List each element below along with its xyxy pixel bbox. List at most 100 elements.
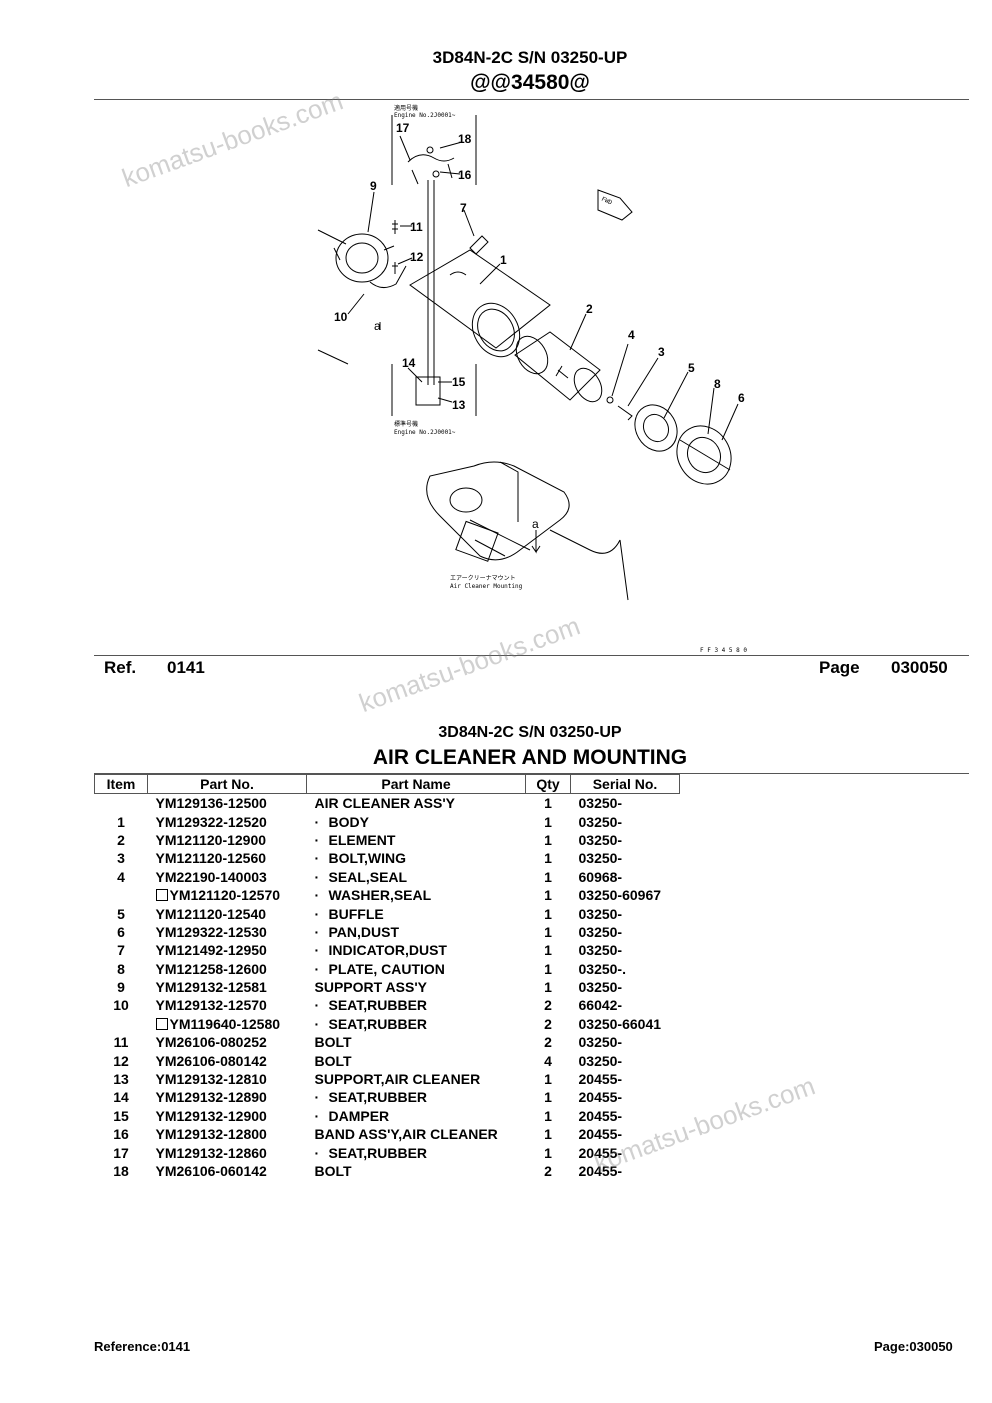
row-part-no: YM121120-12540 [148, 904, 307, 922]
row-part-no-text: YM129132-12890 [155, 1089, 267, 1106]
row-part-name-text: BODY [328, 813, 369, 830]
row-part-name: ·WASHER,SEAL [307, 886, 526, 904]
row-item: 5 [117, 905, 125, 922]
row-item: 3 [117, 850, 125, 867]
row-part-name-text: BOLT [314, 1034, 352, 1051]
sub-item-dot-icon: · [314, 868, 320, 885]
diagram-notes: 適用号機 Engine No.2J0001~ 標準号機 Engine No.2J… [394, 104, 747, 654]
row-qty: 2 [544, 1163, 552, 1179]
row-item [95, 1015, 148, 1033]
row-part-name-text: BOLT [314, 1052, 352, 1069]
row-part-name: ·INDICATOR,DUST [307, 941, 526, 959]
row-part-name-text: SUPPORT,AIR CLEANER [314, 1071, 481, 1088]
row-part-name-text: SEAT,RUBBER [328, 997, 428, 1014]
row-part-no-text: YM121120-12560 [155, 850, 267, 867]
callout-12: 12 [410, 250, 424, 264]
row-serial-no: 20455- [578, 1144, 623, 1161]
callout-9: 9 [370, 179, 377, 193]
row-item: 13 [113, 1071, 129, 1088]
row-part-no-text: YM121258-12600 [155, 960, 267, 977]
row-part-no: YM129322-12530 [148, 923, 307, 941]
row-part-name: BOLT [307, 1051, 526, 1069]
row-part-name: ·BOLT,WING [307, 849, 526, 867]
row-serial-no: 03250- [578, 923, 623, 940]
row-part-name: BOLT [307, 1162, 526, 1180]
row-qty: 1 [544, 795, 552, 812]
row-item: 1 [117, 813, 125, 830]
callout-13: 13 [452, 398, 466, 412]
row-part-no-text: YM129132-12900 [155, 1107, 267, 1124]
header-code: @@34580@ [470, 71, 590, 94]
row-item [95, 794, 148, 813]
sub-item-dot-icon: · [314, 813, 320, 830]
lower-support [415, 376, 441, 406]
row-part-name-text: AIR CLEANER ASS'Y [314, 795, 456, 812]
row-serial-no: 03250- [578, 1034, 623, 1051]
row-part-name: SUPPORT,AIR CLEANER [307, 1070, 526, 1088]
row-part-no-text: YM121120-12540 [155, 905, 267, 922]
row-qty: 1 [544, 1071, 552, 1088]
callout-1: 1 [500, 253, 507, 267]
row-part-name-text: PLATE, CAUTION [328, 960, 445, 977]
sub-item-dot-icon: · [314, 1107, 320, 1124]
fwd-arrow-box [597, 189, 633, 221]
row-part-no: YM121120-12900 [148, 831, 307, 849]
row-item: 8 [117, 960, 125, 977]
row-part-name-text: BOLT [314, 1163, 352, 1179]
row-part-name-text: BOLT,WING [328, 850, 407, 867]
row-part-name: ·SEAT,RUBBER [307, 1143, 526, 1161]
svg-text:Engine No.2J0001~: Engine No.2J0001~ [394, 429, 456, 436]
callout-2: 2 [586, 302, 593, 316]
row-serial-no: 03250- [578, 850, 623, 867]
row-part-no: YM129132-12810 [148, 1070, 307, 1088]
row-part-no: YM119640-12580 [148, 1015, 307, 1033]
row-part-name: ·SEAL,SEAL [307, 868, 526, 886]
row-serial-no: 20455- [578, 1126, 623, 1143]
row-part-name: BOLT [307, 1033, 526, 1051]
row-serial-no: 60968- [578, 868, 623, 885]
sub-item-dot-icon: · [314, 942, 320, 959]
sub-item-dot-icon: · [314, 831, 320, 848]
parts-table: Item Part No. Part Name Qty Serial No. Y… [94, 774, 680, 1180]
row-qty: 1 [544, 1107, 552, 1124]
sub-item-dot-icon: · [314, 905, 320, 922]
body-cylinder [409, 249, 551, 349]
callout-18: 18 [458, 132, 472, 146]
row-part-name: ·ELEMENT [307, 831, 526, 849]
page-label: Page [819, 658, 860, 677]
callout-15: 15 [452, 375, 466, 389]
sub-item-dot-icon: · [314, 997, 320, 1014]
row-item: 6 [117, 923, 125, 940]
row-part-no-text: YM129322-12530 [155, 923, 267, 940]
row-qty: 1 [544, 1089, 552, 1106]
note-mid: 標準号機 [394, 420, 418, 428]
row-part-no: YM22190-140003 [148, 868, 307, 886]
row-part-no-text: YM129132-12570 [155, 997, 267, 1014]
row-part-name: ·DAMPER [307, 1107, 526, 1125]
callout-14: 14 [402, 356, 416, 370]
row-qty: 1 [544, 1144, 552, 1161]
row-part-name-text: SEAT,RUBBER [328, 1089, 428, 1106]
figure-code: F F 3 4 5 8 0 [700, 647, 747, 654]
row-qty: 1 [544, 887, 552, 904]
callout-16: 16 [458, 168, 472, 182]
checkbox-square-icon [155, 889, 168, 902]
row-part-name: ·PLATE, CAUTION [307, 960, 526, 978]
dust-pan-shape [676, 425, 732, 485]
row-qty: 1 [544, 1126, 552, 1143]
header-item: Item [94, 774, 148, 794]
row-part-name-text: BUFFLE [328, 905, 384, 922]
row-part-no: YM129132-12581 [148, 978, 307, 996]
row-part-no-text: YM121492-12950 [155, 942, 267, 959]
row-part-name: · BUFFLE [307, 904, 526, 922]
row-qty: 1 [544, 923, 552, 940]
row-serial-no: 03250- [578, 905, 623, 922]
header-part-name: Part Name [306, 774, 526, 794]
